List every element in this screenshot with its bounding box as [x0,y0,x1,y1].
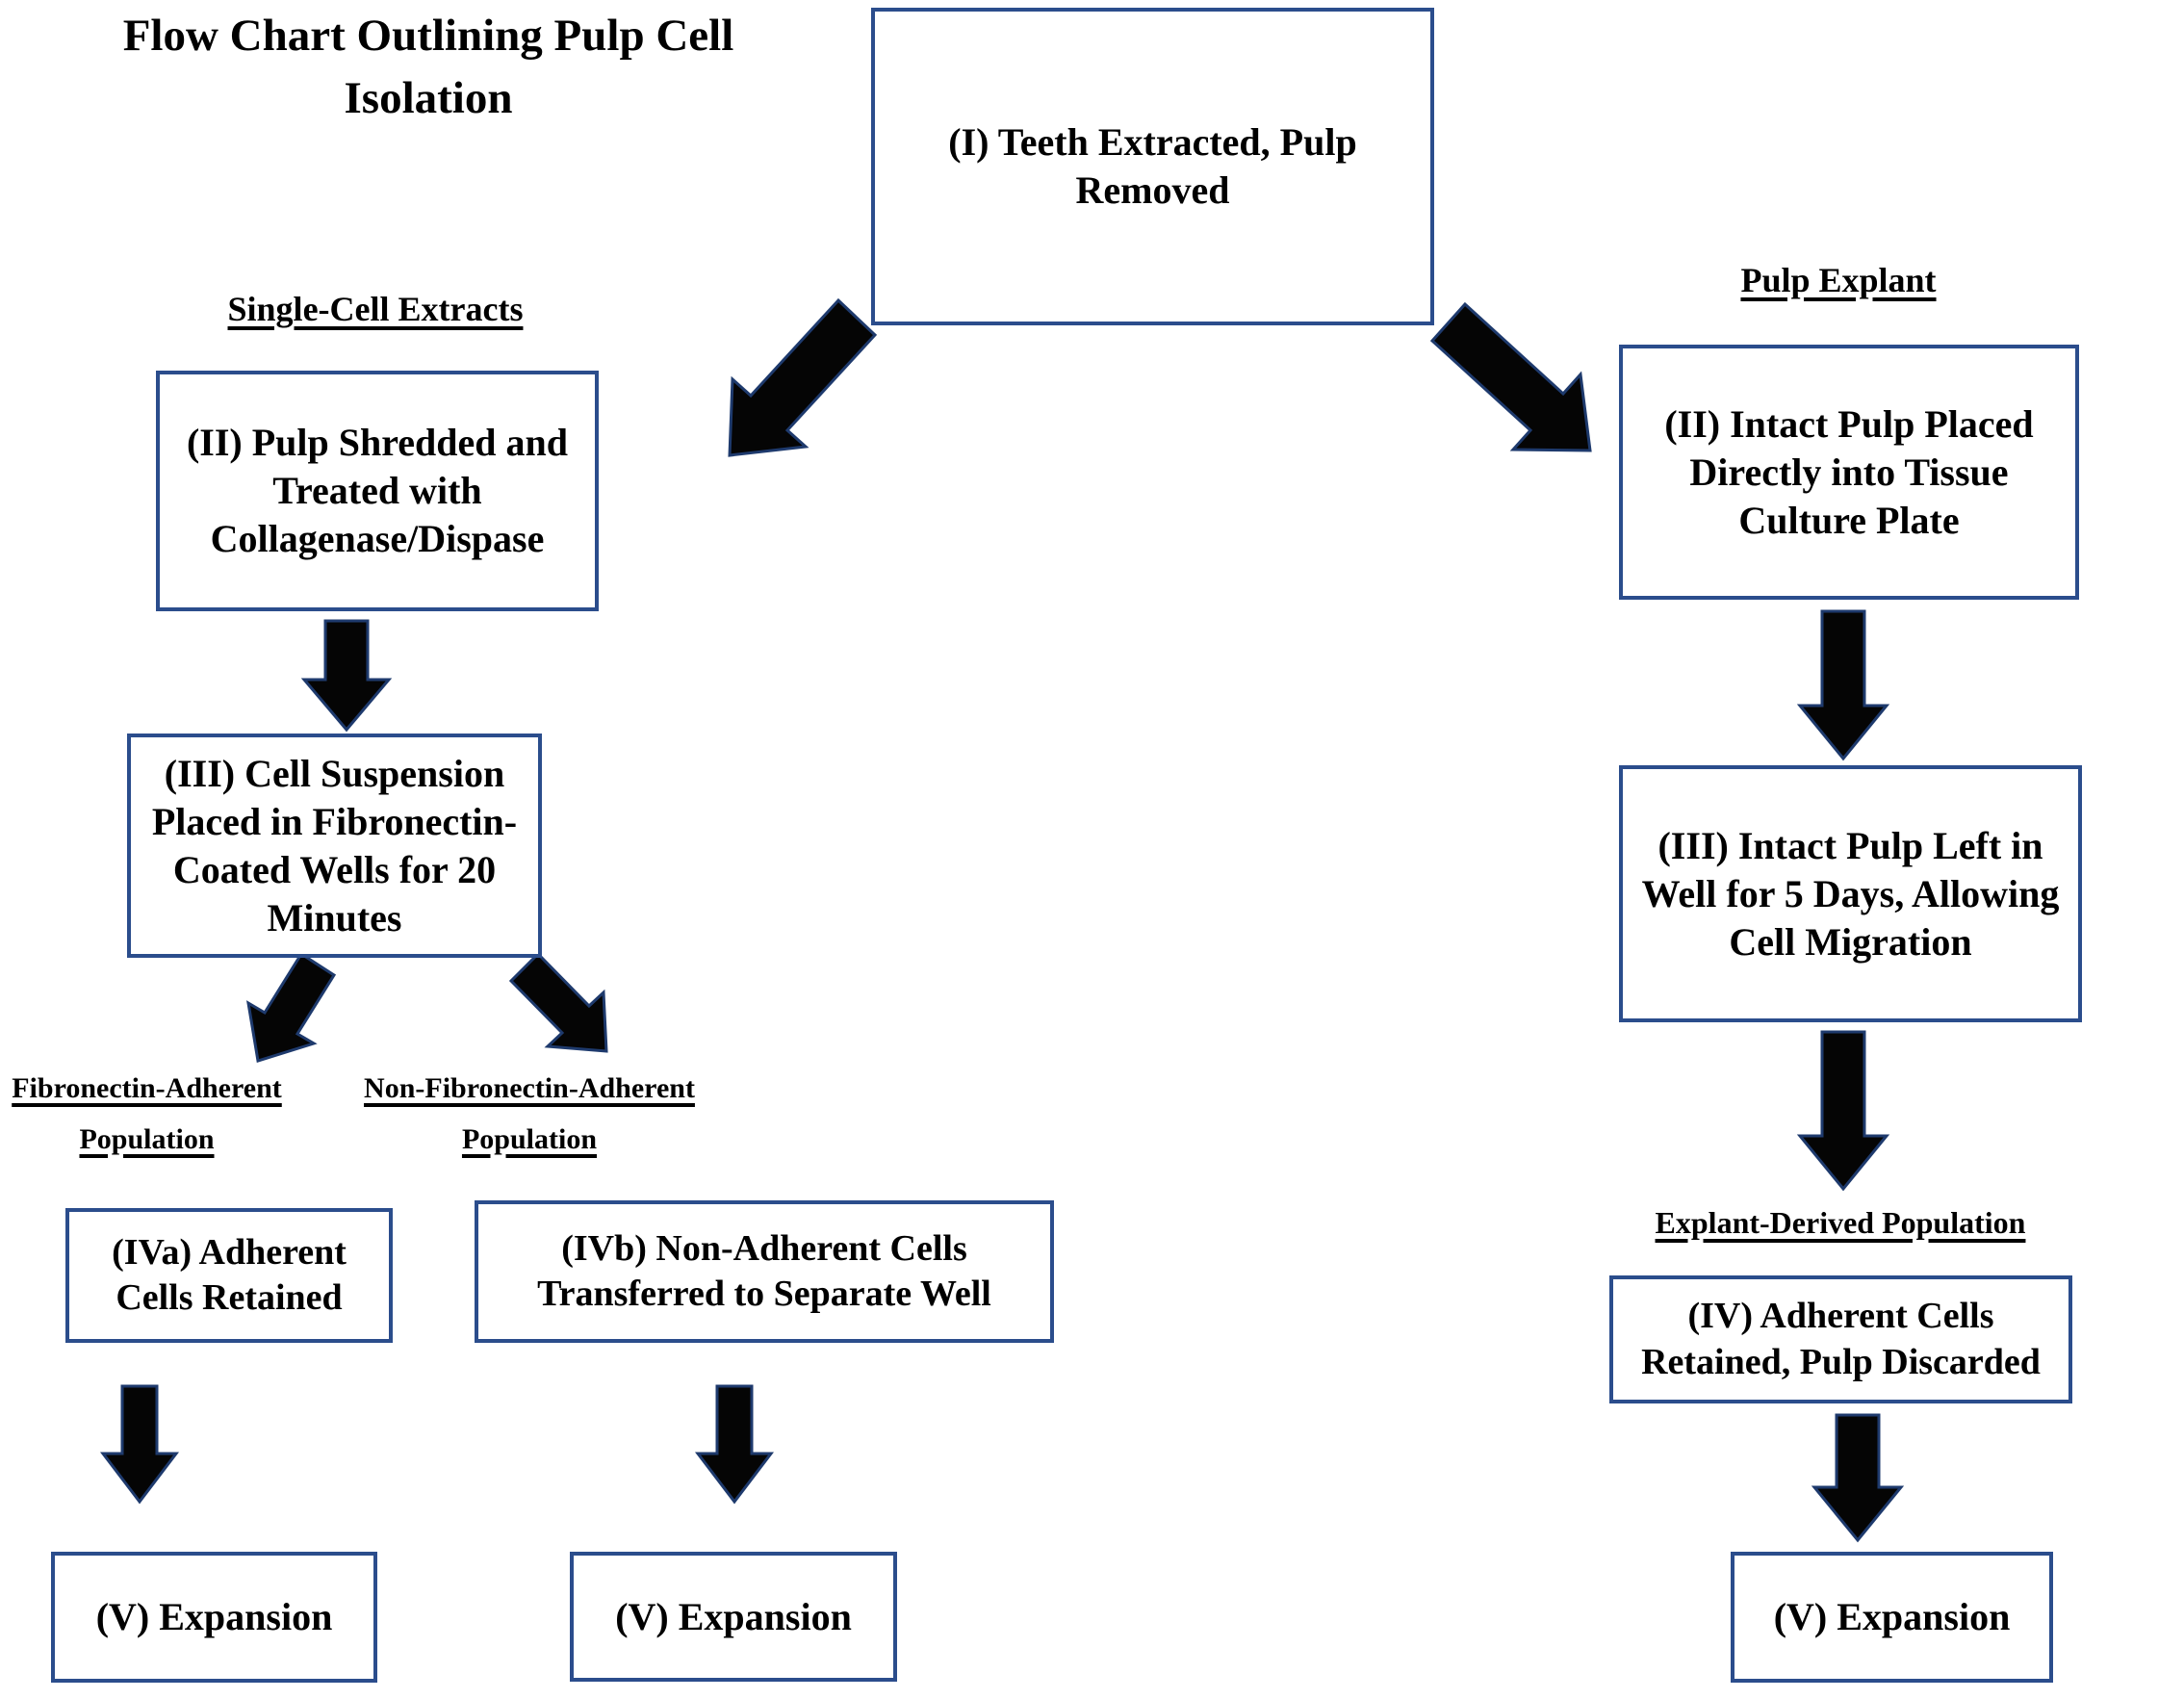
node-explant-step5: (V) Expansion [1731,1552,2053,1683]
node-non-adherent-step5: (V) Expansion [570,1552,897,1682]
node-non-adherent-step4-label: (IVb) Non-Adherent Cells Transferred to … [537,1227,991,1315]
node-explant-step4: (IV) Adherent Cells Retained, Pulp Disca… [1609,1275,2072,1403]
heading-pulp-explant: Pulp Explant [1740,261,1937,299]
node-explant-step4-label: (IV) Adherent Cells Retained, Pulp Disca… [1641,1296,2041,1382]
arrow-step3-to-non-adherent [508,951,608,1053]
arrow-step1-to-single-cell [728,297,878,457]
arrow-adherent-step4-to-step5 [99,1384,180,1505]
node-explant-step2: (II) Intact Pulp Placed Directly into Ti… [1619,345,2079,600]
node-adherent-step4-label: (IVa) Adherent Cells Retained [112,1231,347,1319]
arrow-step3-to-adherent [245,951,337,1063]
node-explant-step5-label: (V) Expansion [1773,1595,2011,1638]
node-adherent-step4: (IVa) Adherent Cells Retained [65,1208,393,1343]
node-single-step2-label: (II) Pulp Shredded and Treated with Coll… [186,421,569,560]
node-single-step2: (II) Pulp Shredded and Treated with Coll… [156,371,599,611]
arrow-single-step2-to-step3 [300,619,393,733]
chart-title: Flow Chart Outlining Pulp Cell Isolation [122,11,734,123]
node-explant-step3-label: (III) Intact Pulp Left in Well for 5 Day… [1641,823,2060,964]
node-explant-step2-label: (II) Intact Pulp Placed Directly into Ti… [1664,401,2034,542]
node-single-step3: (III) Cell Suspension Placed in Fibronec… [127,734,542,958]
node-explant-step3: (III) Intact Pulp Left in Well for 5 Day… [1619,765,2082,1022]
heading-non-fibronectin-adherent: Non-Fibronectin-Adherent Population [364,1072,695,1155]
heading-single-cell-extracts: Single-Cell Extracts [227,290,524,328]
arrow-explant-step3-to-step4 [1796,1030,1890,1192]
arrow-non-adherent-step4-to-step5 [694,1384,775,1505]
node-step1: (I) Teeth Extracted, Pulp Removed [871,8,1434,325]
arrow-step1-to-explant [1429,301,1592,452]
node-non-adherent-step4: (IVb) Non-Adherent Cells Transferred to … [475,1200,1054,1343]
node-single-step3-label: (III) Cell Suspension Placed in Fibronec… [151,751,518,940]
arrow-explant-step4-to-step5 [1811,1413,1905,1543]
heading-explant-derived-population: Explant-Derived Population [1655,1205,2026,1240]
node-step1-label: (I) Teeth Extracted, Pulp Removed [948,120,1357,212]
arrow-explant-step2-to-step3 [1796,609,1890,761]
node-adherent-step5-label: (V) Expansion [95,1595,333,1638]
node-adherent-step5: (V) Expansion [51,1552,377,1683]
heading-fibronectin-adherent: Fibronectin-Adherent Population [12,1072,282,1155]
node-non-adherent-step5-label: (V) Expansion [615,1594,852,1638]
